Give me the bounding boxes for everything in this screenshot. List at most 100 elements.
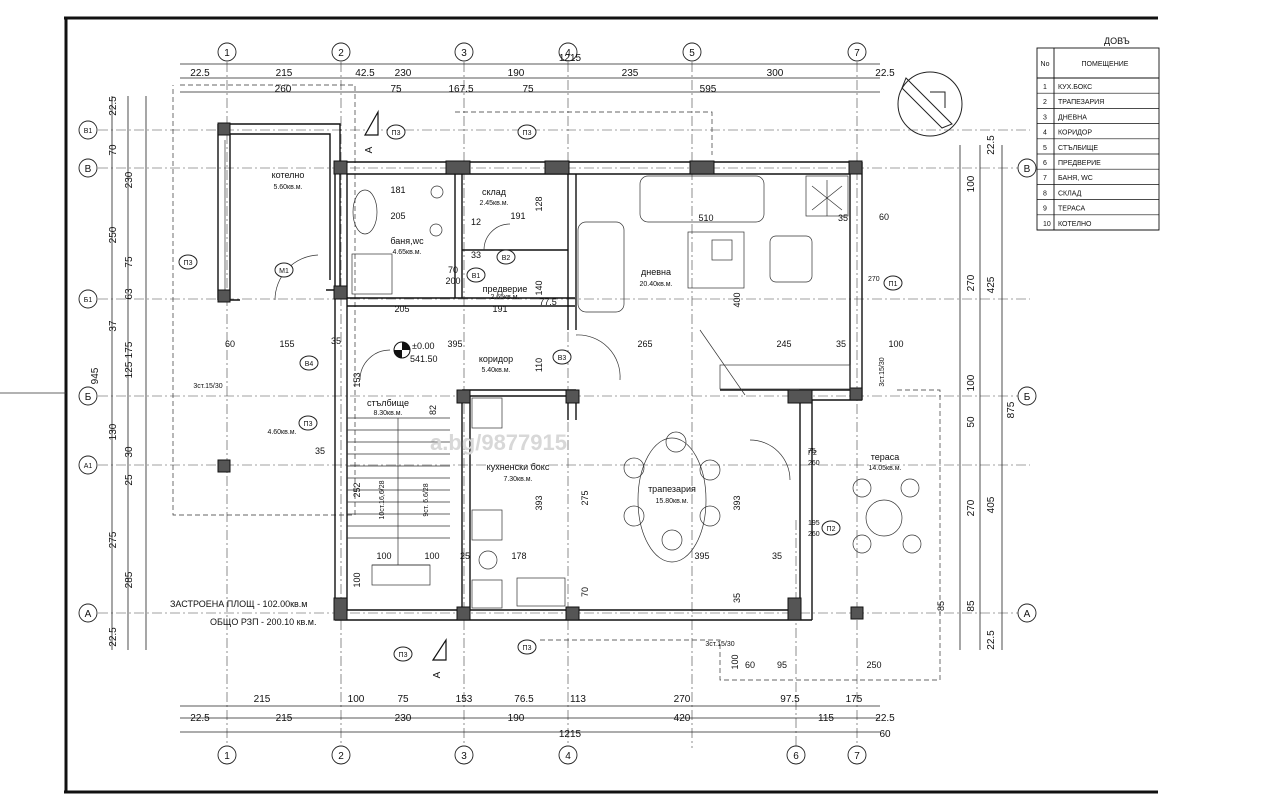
svg-text:8.30кв.м.: 8.30кв.м. [373,410,402,417]
svg-text:20.40кв.м.: 20.40кв.м. [639,281,672,288]
svg-text:265: 265 [637,339,652,349]
svg-text:510: 510 [698,213,713,223]
svg-text:175: 175 [124,341,135,358]
interior-dimensions: 181 205 191 128 12 33 140 77.5 191 205 7… [225,185,946,670]
svg-text:22.5: 22.5 [190,68,210,79]
svg-text:7: 7 [854,48,860,59]
svg-text:400: 400 [732,292,742,307]
svg-text:75: 75 [522,84,534,95]
svg-text:100: 100 [352,572,362,587]
svg-text:75: 75 [808,448,816,455]
door-swings [359,223,791,481]
svg-text:1215: 1215 [559,729,582,740]
svg-text:2: 2 [338,48,344,59]
svg-text:60: 60 [225,339,235,349]
svg-text:В: В [1024,164,1031,175]
svg-text:215: 215 [276,68,293,79]
svg-text:75: 75 [397,694,409,705]
svg-text:9ст. 6.6/28: 9ст. 6.6/28 [423,483,430,516]
svg-text:260: 260 [808,460,820,467]
level-mark: ±0.00 541.50 [393,341,438,364]
svg-text:245: 245 [776,339,791,349]
svg-text:75: 75 [390,84,402,95]
section-marks: А А [363,109,447,678]
bottom-dimensions: 215 100 75 153 76.5 113 270 97.5 175 22.… [190,694,895,740]
svg-text:155: 155 [279,339,294,349]
svg-text:2: 2 [338,751,344,762]
svg-text:1: 1 [224,48,230,59]
svg-text:230: 230 [124,171,135,188]
svg-text:5.60кв.м.: 5.60кв.м. [273,184,302,191]
legend-row-room: БАНЯ, WC [1058,175,1093,182]
svg-text:4: 4 [565,48,571,59]
svg-text:5: 5 [689,48,695,59]
svg-text:35: 35 [732,593,742,603]
svg-text:110: 110 [534,358,544,372]
svg-text:875: 875 [1006,401,1017,418]
svg-text:60: 60 [745,660,755,670]
svg-text:275: 275 [108,531,119,548]
svg-text:85: 85 [966,600,977,612]
svg-text:тераса: тераса [871,452,900,462]
svg-text:945: 945 [90,367,101,384]
legend-row-number: 4 [1043,130,1047,137]
svg-text:7.30кв.м.: 7.30кв.м. [503,476,532,483]
svg-text:200: 200 [445,276,460,286]
svg-text:260: 260 [808,531,820,538]
svg-text:2.45кв.м.: 2.45кв.м. [479,200,508,207]
svg-text:В3: В3 [558,355,567,362]
legend-row-number: 3 [1043,114,1047,121]
legend-row-number: 2 [1043,99,1047,106]
svg-text:82: 82 [428,405,438,415]
svg-text:285: 285 [124,571,135,588]
svg-text:В2: В2 [502,255,511,262]
svg-text:Б: Б [1024,392,1031,403]
svg-text:60: 60 [879,212,889,222]
svg-text:П2: П2 [827,526,836,533]
svg-text:113: 113 [570,694,586,705]
svg-text:191: 191 [492,304,507,314]
svg-text:541.50: 541.50 [410,354,438,364]
svg-text:4: 4 [565,751,571,762]
svg-text:191: 191 [510,211,525,221]
svg-text:12: 12 [471,217,481,227]
svg-text:П3: П3 [392,130,401,137]
svg-text:167.5: 167.5 [448,84,473,95]
opening-tags: П3 П3 П3 П3 П3 П3 П1 П2 М1 В1 В2 В3 В4 [178,124,903,662]
svg-text:250: 250 [866,660,881,670]
svg-text:75: 75 [124,256,135,268]
svg-text:70: 70 [448,265,458,275]
svg-text:153: 153 [456,694,473,705]
north-arrow-icon [897,71,963,137]
grid-lines [98,62,1030,748]
svg-text:76.5: 76.5 [514,694,534,705]
svg-text:М1: М1 [279,268,289,275]
right-dimensions: 22.5 100 270 100 50 270 85 22.5 425 875 … [966,135,1017,650]
staircase [347,417,450,586]
svg-text:395: 395 [694,551,709,561]
svg-text:В4: В4 [305,361,314,368]
svg-text:425: 425 [986,276,997,293]
svg-text:3ст.15/30: 3ст.15/30 [879,357,886,386]
svg-text:405: 405 [986,496,997,513]
svg-text:270: 270 [674,694,691,705]
svg-text:5.40кв.м.: 5.40кв.м. [481,367,510,374]
svg-text:235: 235 [622,68,639,79]
legend-row-number: 5 [1043,145,1047,152]
svg-text:85: 85 [936,601,946,611]
svg-text:595: 595 [700,84,717,95]
svg-text:25: 25 [460,551,470,561]
svg-text:стълбище: стълбище [367,398,409,408]
svg-text:2.65кв.м.: 2.65кв.м. [490,294,519,301]
svg-text:230: 230 [395,68,412,79]
svg-text:70: 70 [580,587,590,597]
svg-text:215: 215 [276,713,293,724]
svg-text:1215: 1215 [559,53,582,64]
svg-text:35: 35 [315,446,325,456]
legend-row-number: 1 [1043,84,1047,91]
opening-sizes: 270 П2 195 260 75 260 [808,276,880,538]
svg-text:3: 3 [461,751,467,762]
svg-text:252: 252 [352,482,362,497]
svg-text:63: 63 [124,288,135,300]
